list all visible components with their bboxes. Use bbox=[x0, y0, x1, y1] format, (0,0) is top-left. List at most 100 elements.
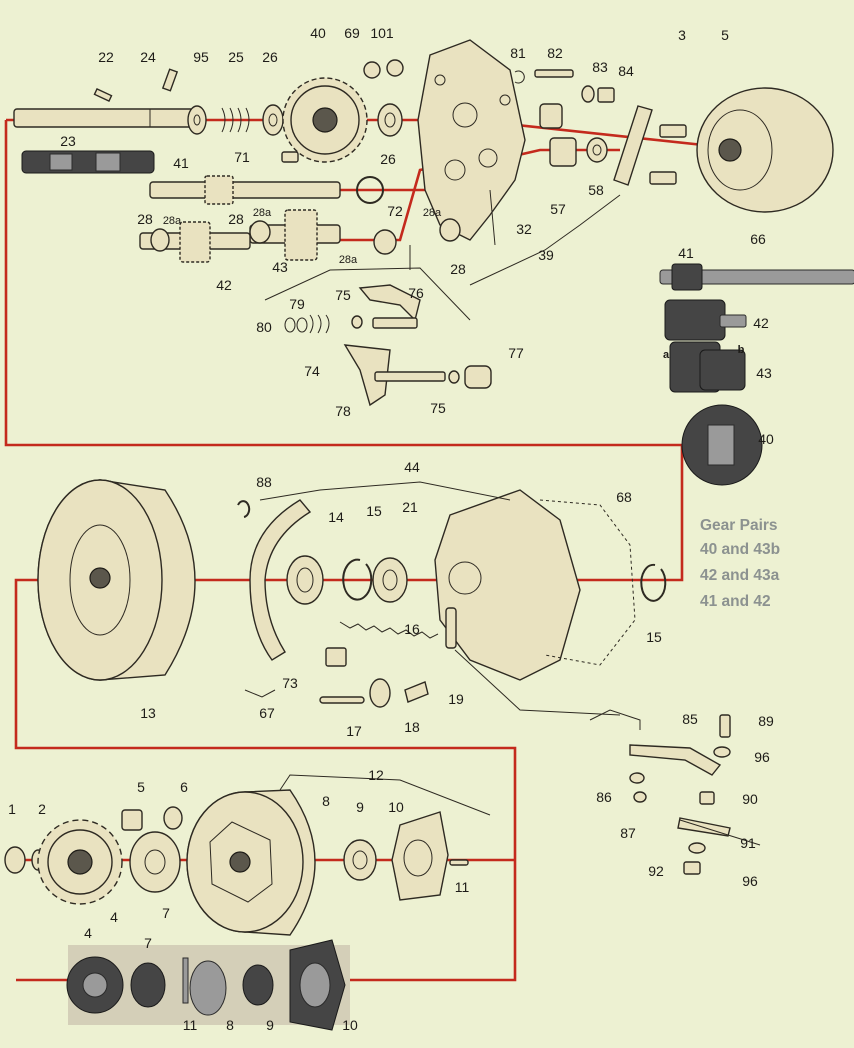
nut-84 bbox=[597, 87, 615, 103]
gear-pairs-line-3: 41 and 42 bbox=[700, 593, 771, 610]
label-92: 92 bbox=[648, 863, 664, 879]
washer-95 bbox=[187, 105, 207, 135]
label-15a: 15 bbox=[366, 503, 382, 519]
seal-58 bbox=[586, 137, 608, 163]
label-91: 91 bbox=[740, 835, 756, 851]
label-90: 90 bbox=[742, 791, 758, 807]
label-71: 71 bbox=[234, 149, 250, 165]
label-1: 1 bbox=[8, 801, 16, 817]
nut-1 bbox=[4, 846, 26, 874]
hub-13 bbox=[37, 479, 196, 681]
photo-label-43: 43 bbox=[756, 365, 772, 381]
label-42: 42 bbox=[216, 277, 232, 293]
photo-label-9: 9 bbox=[266, 1017, 274, 1033]
label-21: 21 bbox=[402, 499, 418, 515]
final-drive-photo bbox=[66, 939, 350, 1031]
gear-pairs-line-1: 40 and 43b bbox=[700, 541, 780, 558]
washer-26a bbox=[262, 104, 284, 136]
part-71 bbox=[281, 151, 299, 163]
photo-label-42: 42 bbox=[753, 315, 769, 331]
label-83: 83 bbox=[592, 59, 608, 75]
flange-10 bbox=[391, 811, 449, 901]
circlip-15b bbox=[640, 563, 667, 602]
shift-fork-76 bbox=[358, 284, 421, 329]
bolt-82 bbox=[534, 69, 574, 78]
label-69: 69 bbox=[344, 25, 360, 41]
pin-22 bbox=[93, 87, 113, 103]
label-85: 85 bbox=[682, 711, 698, 727]
label-79: 79 bbox=[289, 296, 305, 312]
label-32: 32 bbox=[516, 221, 532, 237]
label-40: 40 bbox=[310, 25, 326, 41]
label-5: 5 bbox=[137, 779, 145, 795]
bolt-5b bbox=[649, 171, 677, 185]
label-66: 66 bbox=[750, 231, 766, 247]
shaft-43 bbox=[249, 209, 341, 261]
sprocket-4 bbox=[37, 819, 123, 905]
bush-28-row bbox=[150, 218, 461, 255]
spring-74 bbox=[309, 314, 330, 334]
label-84: 84 bbox=[618, 63, 634, 79]
brake-shoe-67 bbox=[249, 499, 312, 661]
gearbox-cover bbox=[417, 39, 526, 241]
label-67: 67 bbox=[259, 705, 275, 721]
photo-label-a: a bbox=[663, 349, 670, 361]
label-28a-small-4: 28a bbox=[339, 254, 358, 266]
label-88: 88 bbox=[256, 474, 272, 490]
label-96b: 96 bbox=[742, 873, 758, 889]
bolt-5a bbox=[659, 124, 687, 138]
clip-88 bbox=[237, 500, 251, 518]
splined-shaft-photo bbox=[21, 150, 155, 174]
label-28a-small-3: 28a bbox=[423, 207, 442, 219]
gear-pairs-line-2: 42 and 43a bbox=[700, 567, 780, 584]
label-95: 95 bbox=[193, 49, 209, 65]
label-3: 3 bbox=[678, 27, 686, 43]
photo-label-40: 40 bbox=[758, 431, 774, 447]
circlip-15a bbox=[342, 558, 373, 601]
label-25: 25 bbox=[228, 49, 244, 65]
label-4: 4 bbox=[110, 909, 118, 925]
label-12: 12 bbox=[368, 767, 384, 783]
label-7: 7 bbox=[162, 905, 170, 921]
label-2: 2 bbox=[38, 801, 46, 817]
gear-pairs-photo bbox=[659, 263, 854, 486]
label-75a: 75 bbox=[335, 287, 351, 303]
bearing-9 bbox=[343, 839, 377, 881]
label-89: 89 bbox=[758, 713, 774, 729]
part-labels: 22 24 95 25 26 40 69 101 81 82 83 84 3 5… bbox=[8, 25, 774, 1033]
label-101: 101 bbox=[370, 25, 394, 41]
spring-16 bbox=[339, 621, 439, 639]
label-28b: 28 bbox=[228, 211, 244, 227]
label-82: 82 bbox=[547, 45, 563, 61]
shaft-23 bbox=[13, 108, 195, 128]
brake-linkage bbox=[589, 709, 761, 875]
label-81: 81 bbox=[510, 45, 526, 61]
label-6: 6 bbox=[180, 779, 188, 795]
photo-label-11: 11 bbox=[183, 1017, 198, 1033]
label-15b: 15 bbox=[646, 629, 662, 645]
label-11: 11 bbox=[455, 879, 470, 895]
gear-40 bbox=[282, 77, 368, 163]
label-24: 24 bbox=[140, 49, 156, 65]
washer-26b bbox=[377, 103, 403, 137]
gear-pairs-note: Gear Pairs 40 and 43b 42 and 43a 41 and … bbox=[700, 517, 780, 610]
label-17: 17 bbox=[346, 723, 362, 739]
label-76: 76 bbox=[408, 285, 424, 301]
label-77: 77 bbox=[508, 345, 524, 361]
photo-label-4: 4 bbox=[84, 925, 92, 941]
photo-label-8: 8 bbox=[226, 1017, 234, 1033]
mid-leaders bbox=[244, 481, 621, 716]
photo-label-10: 10 bbox=[342, 1017, 358, 1033]
washers-75 bbox=[351, 315, 460, 384]
top-leaders bbox=[264, 189, 621, 321]
label-74: 74 bbox=[304, 363, 320, 379]
label-39: 39 bbox=[538, 247, 554, 263]
pin-17 bbox=[319, 696, 365, 704]
rings-79-80 bbox=[284, 317, 308, 333]
label-86: 86 bbox=[596, 789, 612, 805]
label-80: 80 bbox=[256, 319, 272, 335]
label-16: 16 bbox=[404, 621, 420, 637]
bolt-5 bbox=[121, 809, 143, 831]
label-18: 18 bbox=[404, 719, 420, 735]
